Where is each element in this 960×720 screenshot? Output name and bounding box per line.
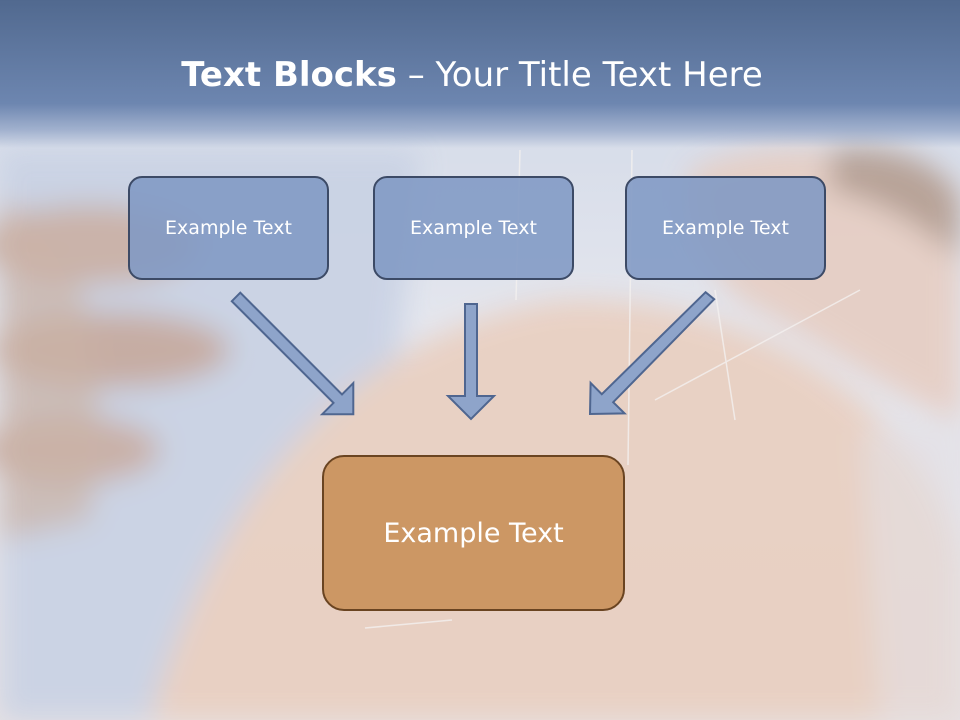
target-text-block: Example Text xyxy=(322,455,625,611)
text-block-3: Example Text xyxy=(625,176,826,280)
title-bold: Text Blocks xyxy=(181,55,397,95)
title-bar xyxy=(0,0,960,148)
arrow-middle xyxy=(445,303,497,421)
arrow-right xyxy=(588,290,716,416)
text-block-1: Example Text xyxy=(128,176,329,280)
title-rest: Your Title Text Here xyxy=(435,55,763,95)
text-block-2: Example Text xyxy=(373,176,574,280)
title-separator: – xyxy=(396,55,436,95)
arrow-left xyxy=(230,291,355,416)
slide-title: Text Blocks – Your Title Text Here xyxy=(0,52,944,98)
